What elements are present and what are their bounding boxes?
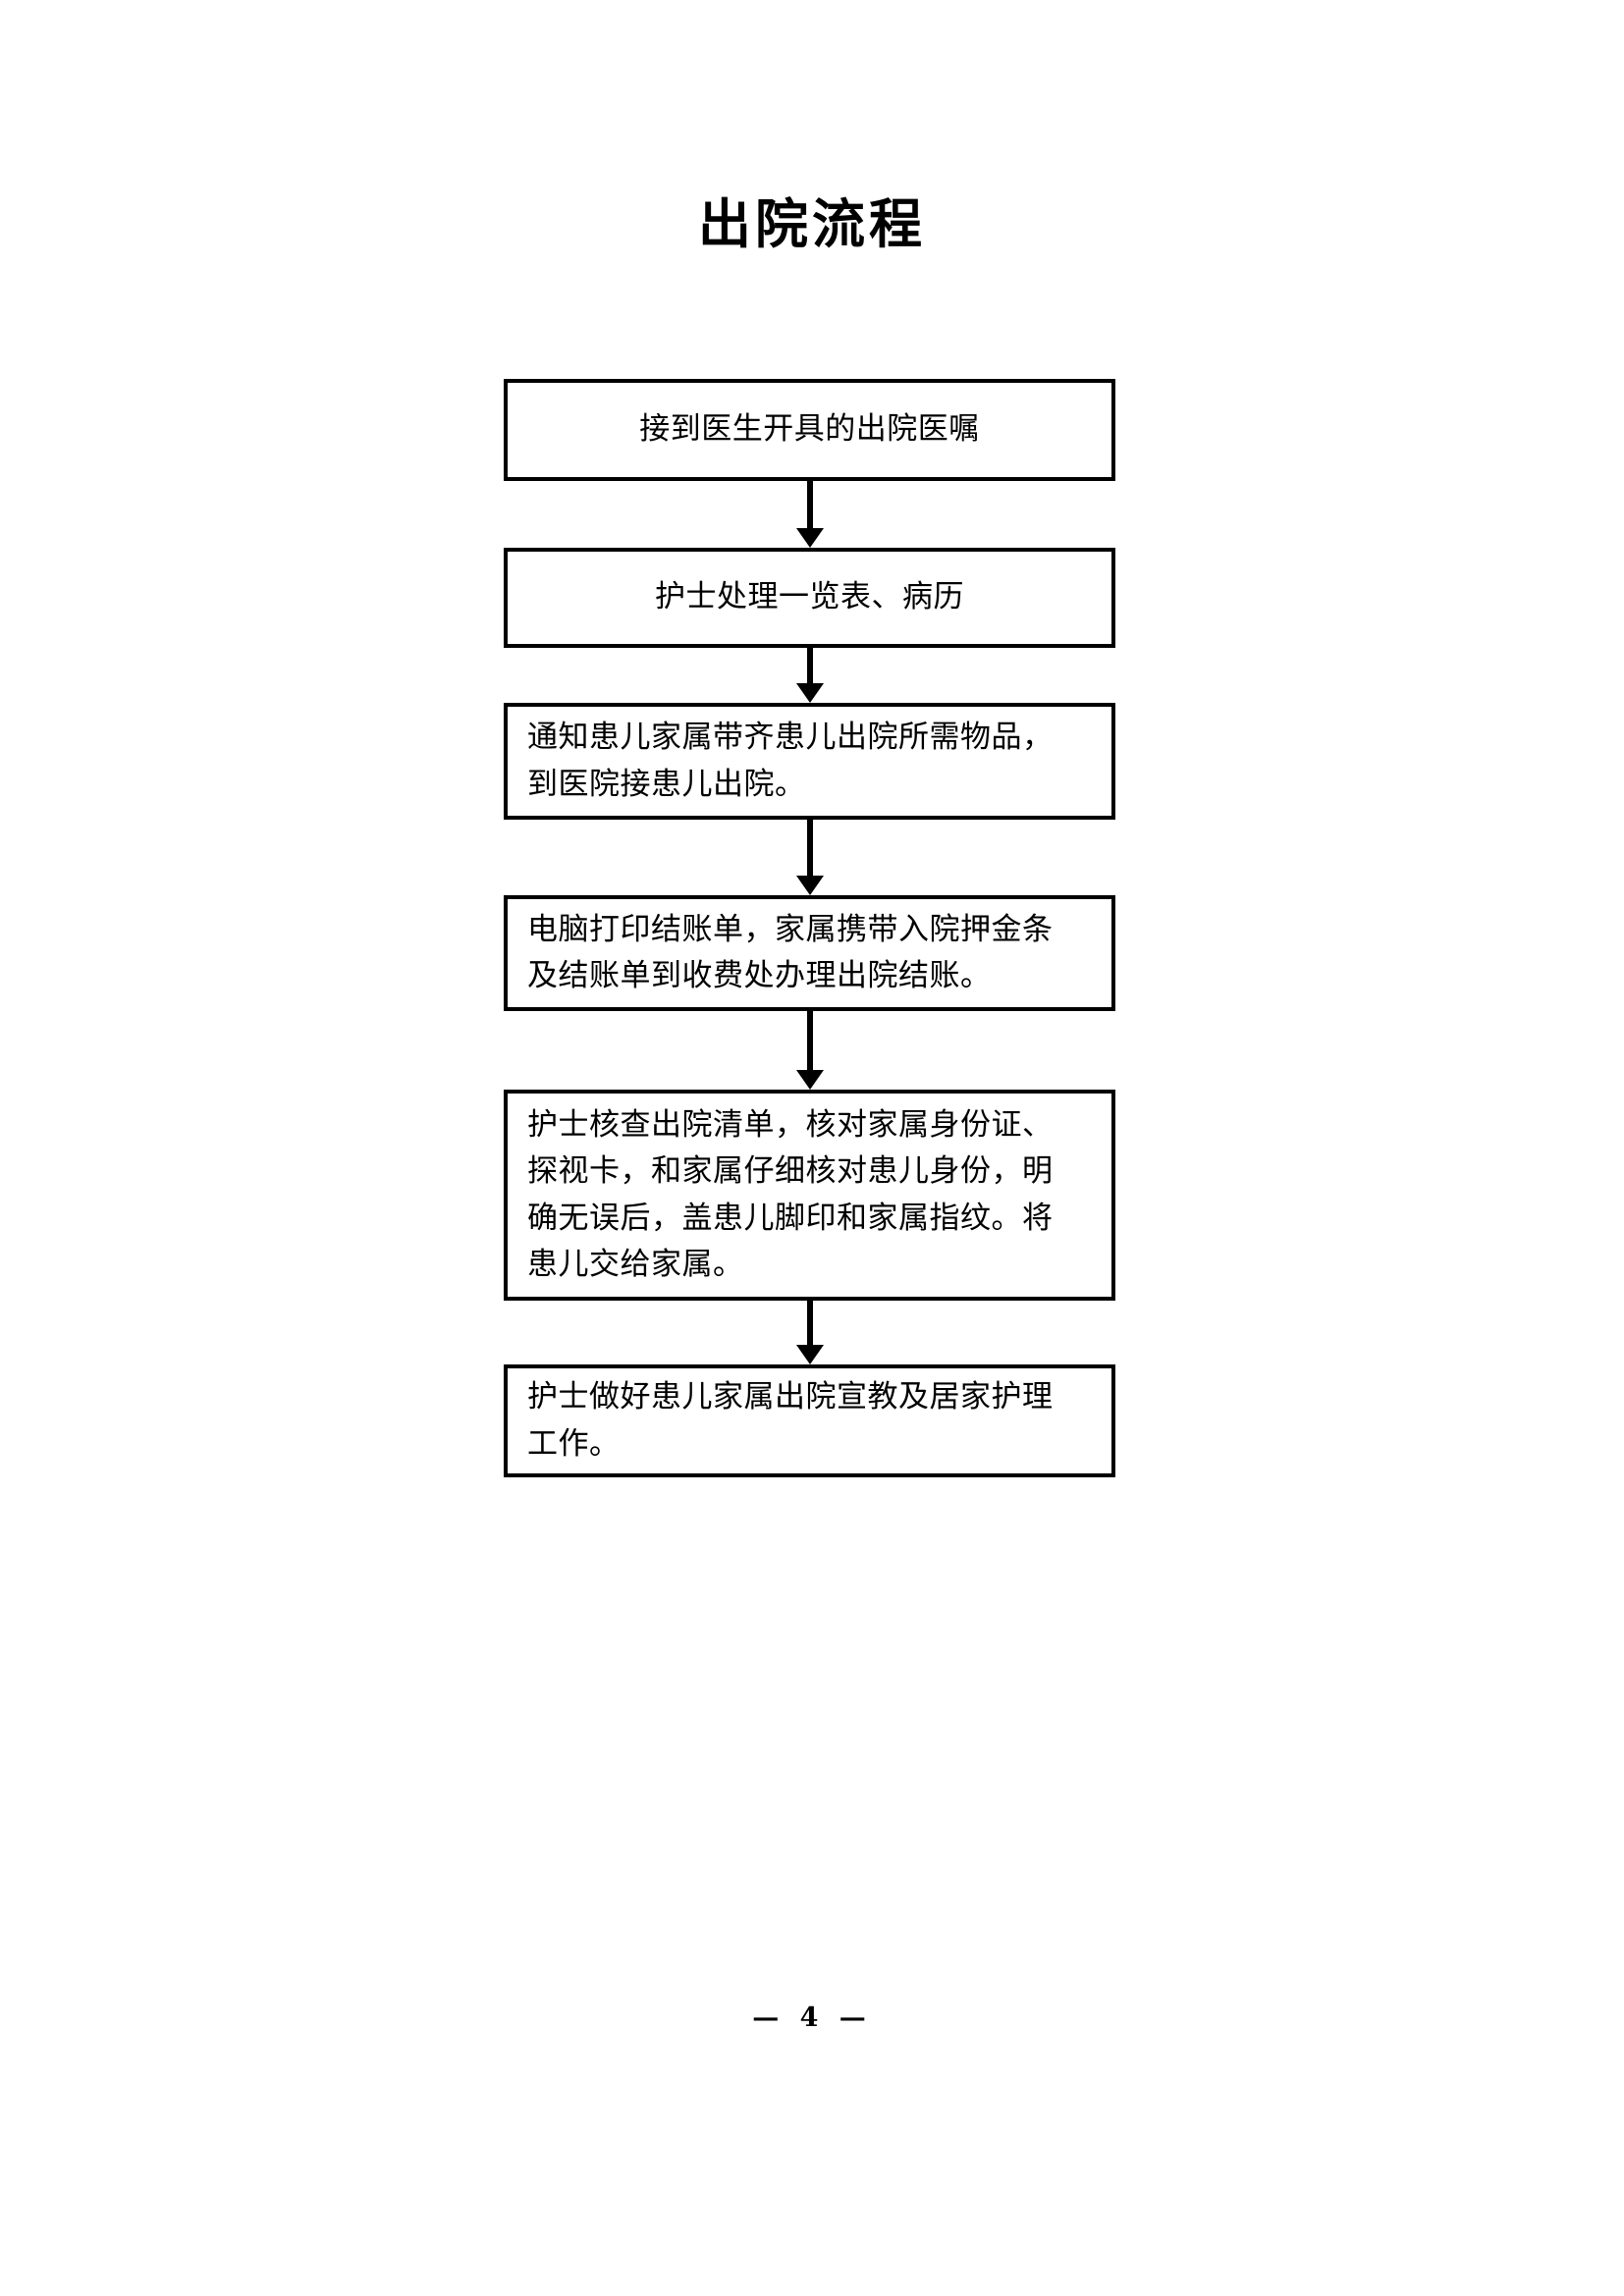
page-number: — 4 — — [752, 2002, 872, 2033]
flow-node-step-3-line-1: 通知患儿家属带齐患儿出院所需物品， — [527, 720, 1054, 756]
flow-node-step-5-line-1: 护士核查出院清单，核对家属身份证、 — [527, 1107, 1054, 1144]
flow-node-step-3: 通知患儿家属带齐患儿出院所需物品， 到医院接患儿出院。 — [504, 703, 1115, 820]
flow-arrow-1-to-2 — [504, 481, 1115, 548]
arrow-stem-icon — [806, 481, 813, 530]
flow-node-step-5-line-4: 患儿交给家属。 — [527, 1246, 744, 1282]
flow-node-step-5-line-3: 确无误后，盖患儿脚印和家属指纹。将 — [527, 1200, 1054, 1236]
flow-arrow-3-to-4 — [504, 820, 1115, 895]
flow-node-step-4-line-1: 电脑打印结账单，家属携带入院押金条 — [527, 911, 1054, 947]
flow-node-step-5-line-2: 探视卡，和家属仔细核对患儿身份，明 — [527, 1153, 1054, 1190]
arrow-head-icon — [795, 876, 824, 895]
arrow-head-icon — [795, 1345, 824, 1364]
flow-node-step-4: 电脑打印结账单，家属携带入院押金条 及结账单到收费处办理出院结账。 — [504, 895, 1115, 1011]
flow-node-step-6-line-1: 护士做好患儿家属出院宣教及居家护理 — [527, 1379, 1054, 1415]
arrow-head-icon — [795, 1070, 824, 1090]
flow-arrow-4-to-5 — [504, 1011, 1115, 1090]
flow-node-step-2-line-1: 护士处理一览表、病历 — [655, 579, 964, 615]
flow-arrow-2-to-3 — [504, 648, 1115, 703]
flow-node-step-3-line-2: 到医院接患儿出院。 — [527, 766, 806, 802]
flow-node-step-6: 护士做好患儿家属出院宣教及居家护理 工作。 — [504, 1364, 1115, 1477]
page-title: 出院流程 — [698, 192, 926, 255]
flow-node-step-5: 护士核查出院清单，核对家属身份证、 探视卡，和家属仔细核对患儿身份，明 确无误后… — [504, 1090, 1115, 1301]
flow-node-step-1-line-1: 接到医生开具的出院医嘱 — [639, 411, 980, 448]
arrow-head-icon — [795, 528, 824, 548]
arrow-stem-icon — [806, 1011, 813, 1070]
flow-node-step-1: 接到医生开具的出院医嘱 — [504, 379, 1115, 481]
arrow-head-icon — [795, 683, 824, 703]
flow-arrow-5-to-6 — [504, 1301, 1115, 1364]
arrow-stem-icon — [806, 648, 813, 685]
arrow-stem-icon — [806, 1301, 813, 1347]
flow-node-step-6-line-2: 工作。 — [527, 1425, 621, 1462]
flowchart: 接到医生开具的出院医嘱 护士处理一览表、病历 通知患儿家属带齐患儿出院所需物品，… — [504, 379, 1115, 1477]
flow-node-step-2: 护士处理一览表、病历 — [504, 548, 1115, 648]
flow-node-step-4-line-2: 及结账单到收费处办理出院结账。 — [527, 958, 992, 993]
arrow-stem-icon — [806, 820, 813, 878]
